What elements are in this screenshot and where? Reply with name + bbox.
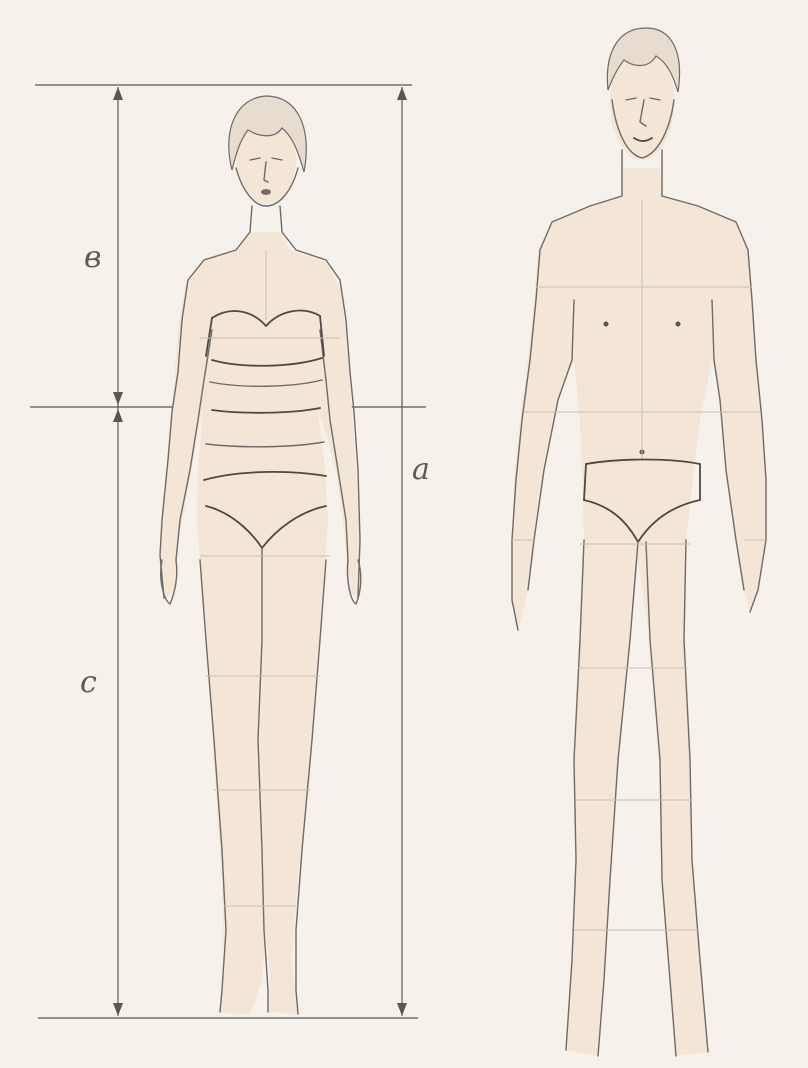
female-figure	[160, 96, 361, 1015]
arrow-c-bottom	[113, 1003, 123, 1016]
dimension-label-b: в	[84, 240, 101, 275]
male-figure	[512, 28, 766, 1056]
arrow-c-top	[113, 409, 123, 422]
male-body-fill	[512, 168, 766, 1056]
arrow-a-top	[397, 87, 407, 100]
dimension-label-a: a	[412, 452, 430, 487]
male-right-nipple	[676, 322, 681, 327]
female-body-fill	[160, 232, 360, 1015]
male-left-nipple	[604, 322, 609, 327]
arrow-a-bottom	[397, 1003, 407, 1016]
female-mouth	[261, 189, 271, 195]
arrow-b-top	[113, 87, 123, 100]
dimension-label-c: c	[80, 665, 97, 700]
arrow-b-bottom	[113, 392, 123, 405]
